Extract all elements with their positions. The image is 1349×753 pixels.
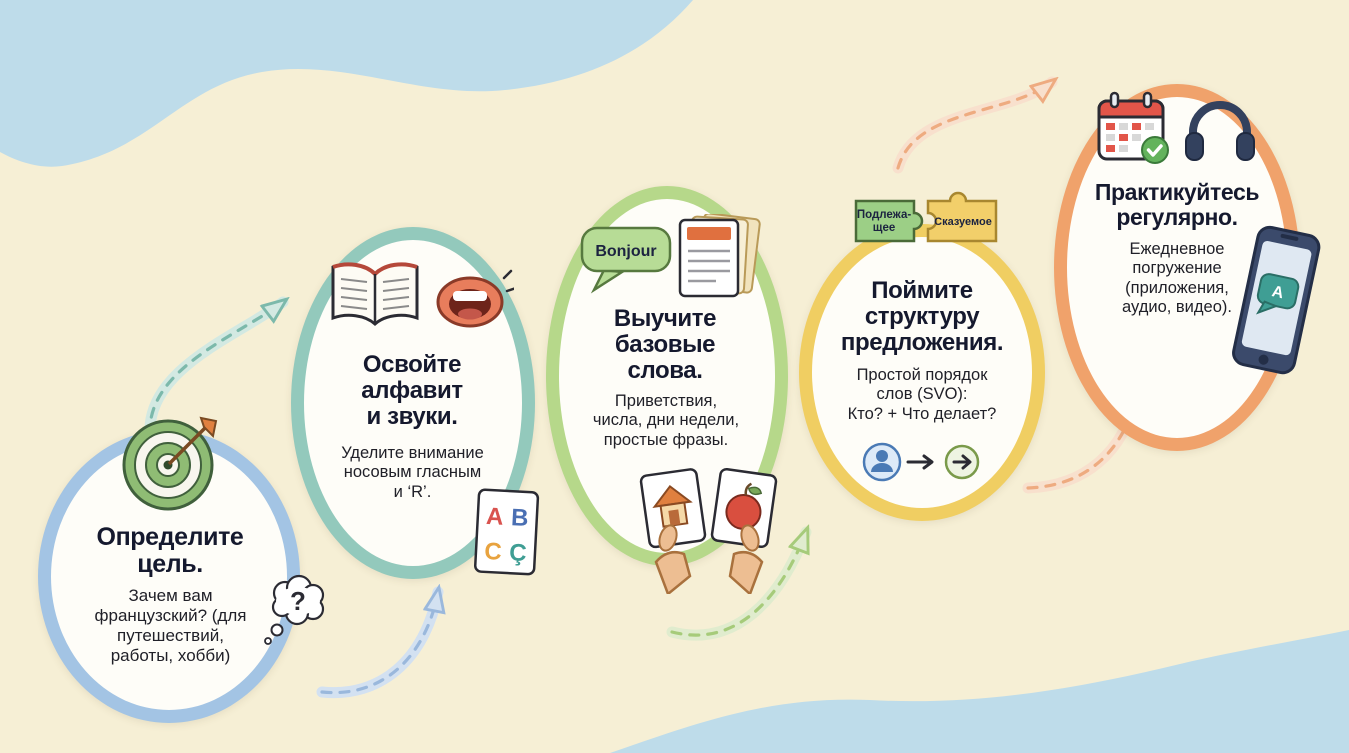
question-mark-label: ? [290, 586, 306, 616]
open-book-icon [320, 258, 430, 338]
step5-title: Практикуйтесь регулярно. [1094, 179, 1260, 230]
mouth-icon [434, 264, 518, 336]
calendar-icon [1094, 88, 1174, 170]
step4-oval [799, 224, 1045, 521]
puzzle-pieces-icon: Подлежа- щее Сказуемое [850, 190, 1002, 254]
alphabet-card-icon: A B C Ç [472, 486, 543, 579]
flashcards-stack-icon [676, 212, 766, 302]
phone-chat-icon: A [1221, 219, 1330, 382]
letter-c: C [484, 538, 503, 566]
step2-description: Уделите внимание носовым гласным и ‘R’. [341, 444, 484, 501]
chat-language-glyph: A [1270, 283, 1285, 302]
arrow-step4-to-step5-top [892, 76, 1052, 174]
target-icon [118, 413, 223, 513]
puzzle-predicate-piece [926, 191, 998, 243]
house-flashcard [639, 468, 707, 549]
puzzle-subject-label-line1: Подлежа- [857, 209, 912, 221]
letter-b: B [510, 504, 529, 532]
step1-title: Определите цель. [96, 523, 244, 578]
top-left-wave [0, 0, 693, 167]
step2-title: Освойте алфавит и звуки. [361, 351, 463, 430]
step3-title: Выучите базовые слова. [613, 305, 717, 384]
arrow-step1-to-step2-bottom [316, 592, 438, 699]
puzzle-subject-piece [854, 199, 924, 243]
step4-title: Поймите структуру предложения. [840, 277, 1004, 356]
bonjour-label: Bonjour [595, 243, 656, 260]
headphones-icon [1180, 92, 1260, 164]
speech-bubble-icon: Bonjour [580, 224, 674, 296]
checkmark-badge-icon [1141, 136, 1169, 164]
arrow-glyph [906, 454, 934, 470]
hands-holding-cards-icon [636, 464, 784, 597]
subject-verb-icon [858, 436, 990, 488]
step1-description: Зачем вам французский? (для путешествий,… [94, 586, 247, 666]
letter-c-cedilla: Ç [509, 539, 528, 567]
puzzle-subject-label-line2: щее [873, 222, 896, 234]
bottom-right-wave [610, 630, 1349, 753]
step4-description: Простой порядок слов (SVO): Кто? + Что д… [847, 366, 997, 423]
puzzle-predicate-label: Сказуемое [934, 216, 992, 228]
step3-description: Приветствия, числа, дни недели, простые … [592, 392, 740, 449]
thought-bubble-icon: ? [260, 570, 334, 648]
step5-description: Ежедневное погружение (приложения, аудио… [1122, 240, 1232, 317]
letter-a: A [485, 503, 504, 531]
